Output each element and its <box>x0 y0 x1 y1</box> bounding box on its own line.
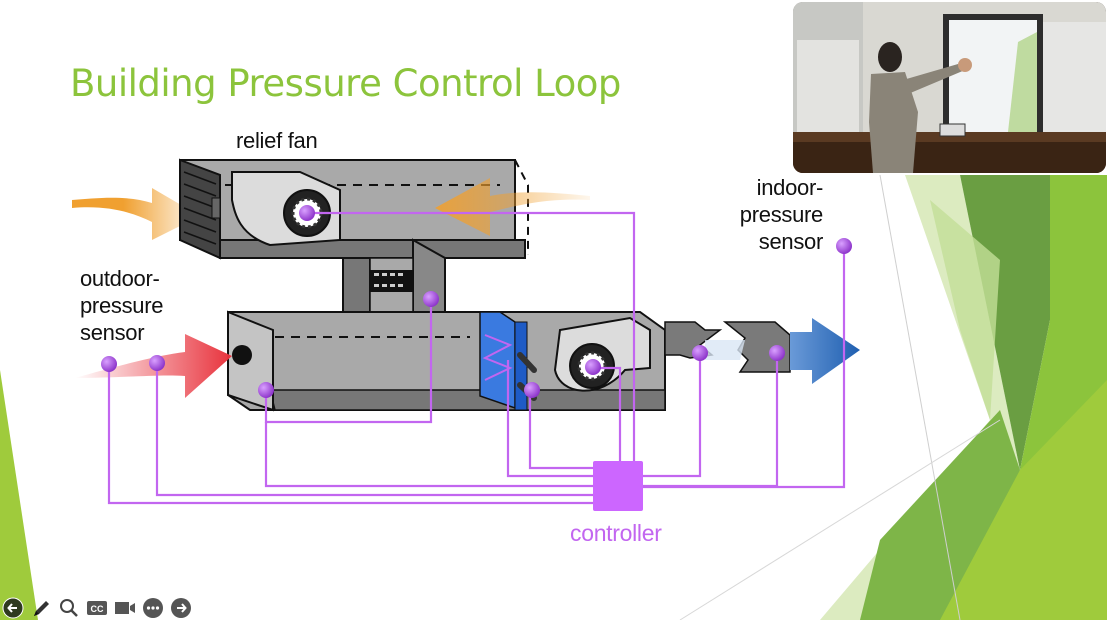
pen-tool-button[interactable] <box>30 597 52 619</box>
svg-text:CC: CC <box>91 604 104 614</box>
intake-node <box>258 382 274 398</box>
sensor-nodes <box>101 205 852 398</box>
outdoor-label-line: sensor <box>80 320 145 345</box>
arrow-left-circle-icon <box>2 597 24 619</box>
previous-slide-button[interactable] <box>2 597 24 619</box>
controller-box <box>593 461 643 511</box>
relief-fan-label: relief fan <box>236 128 318 153</box>
relief-fan-unit <box>179 158 529 260</box>
controller-label: controller <box>570 520 662 546</box>
damper-node <box>423 291 439 307</box>
control-wiring <box>107 211 846 505</box>
supply-fan-node <box>585 359 601 375</box>
magnifier-icon <box>60 599 78 617</box>
video-button[interactable] <box>114 597 136 619</box>
indoor-label-line: pressure <box>739 202 824 227</box>
relief-air-arrow <box>72 188 200 240</box>
outdoor-label-line: outdoor- <box>80 266 160 291</box>
webcam-video-frame <box>793 2 1106 173</box>
relief-fan-node <box>299 205 315 221</box>
left-green-shape <box>0 370 38 620</box>
outdoor-label-line: pressure <box>80 293 164 318</box>
pencil-icon <box>34 601 49 616</box>
next-slide-button[interactable] <box>170 597 192 619</box>
outdoor-sensor-node-2 <box>149 355 165 371</box>
indoor-sensor-label: indoor- pressure sensor <box>735 174 824 255</box>
camera-icon <box>115 602 135 614</box>
arrow-right-circle-icon <box>171 598 191 618</box>
duct-node-1 <box>692 345 708 361</box>
indoor-sensor-node <box>836 238 852 254</box>
return-air-arrow <box>435 178 590 236</box>
presenter-webcam[interactable] <box>793 2 1106 173</box>
right-facet-green <box>860 410 1020 620</box>
slideshow-toolbar: CC <box>2 597 192 619</box>
coil-valve-node <box>524 382 540 398</box>
captions-button[interactable]: CC <box>86 597 108 619</box>
outdoor-sensor-label: outdoor- pressure sensor <box>80 265 164 346</box>
zoom-button[interactable] <box>58 597 80 619</box>
cc-icon: CC <box>87 601 107 615</box>
outdoor-sensor-node-1 <box>101 356 117 372</box>
more-options-button[interactable] <box>142 597 164 619</box>
ellipsis-icon <box>143 598 163 618</box>
indoor-label-line: indoor- <box>756 175 824 200</box>
indoor-label-line: sensor <box>758 229 824 254</box>
duct-node-2 <box>769 345 785 361</box>
slide-title: Building Pressure Control Loop <box>70 62 621 105</box>
supply-air-arrow <box>790 318 860 384</box>
